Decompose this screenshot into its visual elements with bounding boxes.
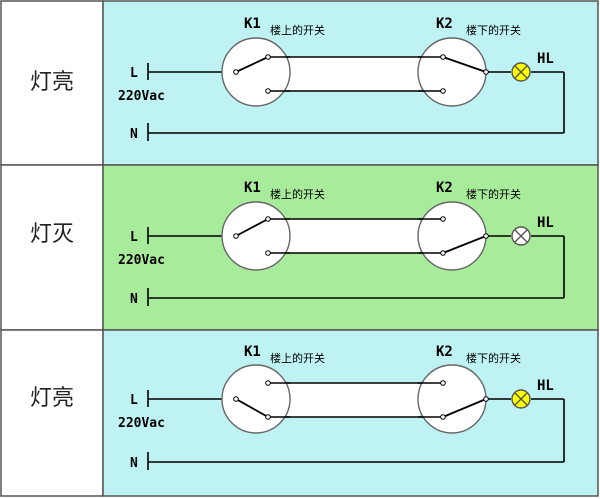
row-2-k2-upper-contact — [440, 380, 446, 386]
row-1-k1-name: K1 — [244, 180, 261, 196]
row-1-k1-blade — [235, 218, 269, 237]
row-2-traveler-channel — [286, 383, 420, 417]
row-2-k1-switch-body — [221, 364, 291, 434]
row-0-k1-common-contact — [233, 69, 239, 75]
row-0: 灯亮 K1 楼上的开关 K2 楼下的开关 — [0, 0, 599, 166]
row-2-k1-blade — [235, 398, 269, 418]
row-0-k2-common-contact — [483, 69, 489, 75]
row-1-k2-location: 楼下的开关 — [466, 187, 521, 201]
row-1-k2-switch-body — [417, 201, 487, 271]
row-0-state-label: 灯亮 — [30, 70, 74, 95]
row-1-k2-name: K2 — [436, 180, 453, 196]
row-2-k1-common-contact — [233, 396, 239, 402]
row-0-lamp-label: HL — [537, 51, 554, 67]
row-2-k2-common-contact — [483, 396, 489, 402]
row-1-k1-switch-body — [221, 201, 291, 271]
row-0-label-cell — [0, 0, 104, 166]
row-1-k1-upper-contact — [265, 216, 271, 222]
row-0-voltage-label: 220Vac — [118, 89, 165, 104]
row-1-live-label: L — [130, 230, 138, 245]
row-2: 灯亮 K1 楼上的开关 K2 楼下的开关 HL — [0, 329, 599, 497]
row-0-k2-blade — [442, 56, 487, 73]
row-0-k2-location: 楼下的开关 — [466, 23, 521, 37]
row-1-neutral-label: N — [130, 292, 138, 307]
row-0-k1-name: K1 — [244, 16, 261, 32]
row-0-neutral-label: N — [130, 127, 138, 142]
row-0-k2-switch-body — [417, 37, 487, 107]
row-1-k2-blade — [442, 235, 487, 254]
row-2-k2-lower-contact — [440, 414, 446, 420]
row-0-k1-switch-body — [221, 37, 291, 107]
row-1: 灯灭 K1 楼上的开关 K2 楼下的开关 HL — [0, 164, 599, 331]
row-2-label-cell — [0, 329, 104, 497]
row-1-state-label: 灯灭 — [30, 222, 74, 247]
row-2-k1-location: 楼上的开关 — [270, 351, 325, 365]
row-0-lamp-icon — [511, 62, 531, 82]
row-2-k1-upper-contact — [265, 380, 271, 386]
row-0-k1-location: 楼上的开关 — [270, 23, 325, 37]
row-1-label-cell — [0, 164, 104, 331]
row-2-k2-name: K2 — [436, 344, 453, 360]
row-0-traveler-channel — [286, 57, 420, 91]
row-0-live-label: L — [130, 66, 138, 81]
row-0-k1-blade — [235, 56, 269, 73]
row-1-k2-common-contact — [483, 233, 489, 239]
row-1-lamp-label: HL — [537, 215, 554, 231]
row-0-k2-upper-contact — [440, 54, 446, 60]
row-2-lamp-label: HL — [537, 378, 554, 394]
row-2-k2-location: 楼下的开关 — [466, 351, 521, 365]
row-1-k2-lower-contact — [440, 250, 446, 256]
row-1-voltage-label: 220Vac — [118, 253, 165, 268]
row-0-k1-upper-contact — [265, 54, 271, 60]
row-2-k2-switch-body — [417, 364, 487, 434]
row-1-k1-common-contact — [233, 233, 239, 239]
row-1-k1-lower-contact — [265, 250, 271, 256]
row-2-lamp-icon — [511, 389, 531, 409]
row-2-neutral-label: N — [130, 456, 138, 471]
row-2-live-label: L — [130, 393, 138, 408]
row-1-k1-location: 楼上的开关 — [270, 187, 325, 201]
row-1-traveler-channel — [286, 219, 420, 253]
row-2-voltage-label: 220Vac — [118, 416, 165, 431]
row-0-k2-name: K2 — [436, 16, 453, 32]
row-1-k2-upper-contact — [440, 216, 446, 222]
row-2-k1-name: K1 — [244, 344, 261, 360]
row-0-k2-lower-contact — [440, 88, 446, 94]
row-1-lamp-icon — [511, 226, 531, 246]
row-2-state-label: 灯亮 — [30, 386, 74, 411]
row-0-k1-lower-contact — [265, 88, 271, 94]
row-2-k1-lower-contact — [265, 414, 271, 420]
row-2-k2-blade — [442, 398, 487, 418]
